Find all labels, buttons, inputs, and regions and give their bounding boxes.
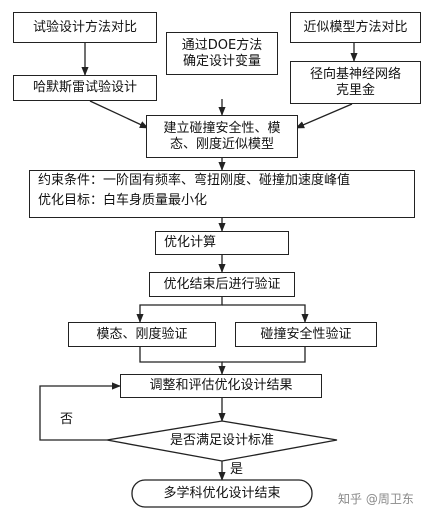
hammersley-label: 哈默斯雷试验设计 (32, 80, 137, 95)
objective-label: 优化目标：白车身质量最小化 (38, 193, 208, 208)
decision-diamond (106, 420, 338, 462)
rbf-kriging-box: 径向基神经网络 克里金 (290, 61, 421, 104)
approx-model-comparison-label: 近似模型方法对比 (303, 19, 408, 35)
edge-rbf-to-model (295, 103, 353, 129)
edge-label-no: 否 (60, 412, 74, 427)
modal-stiffness-verify-box: 模态、刚度验证 (68, 322, 216, 347)
build-model-box: 建立碰撞安全性、模 态、刚度近似模型 (146, 115, 298, 158)
adjust-evaluate-box: 调整和评估优化设计结果 (120, 374, 322, 398)
doe-comparison-box: 试验设计方法对比 (13, 12, 157, 43)
verify-after-label: 优化结束后进行验证 (163, 276, 281, 292)
approx-model-comparison-box: 近似模型方法对比 (290, 12, 421, 43)
end-label: 多学科优化设计结束 (163, 486, 281, 501)
adjust-evaluate-label: 调整和评估优化设计结果 (149, 378, 293, 393)
watermark-text: 知乎 @周卫东 (338, 492, 414, 506)
optimization-label: 优化计算 (164, 235, 217, 250)
crash-safety-verify-box: 碰撞安全性验证 (235, 322, 377, 347)
edge-decision-no-loop (39, 382, 121, 441)
doe-determine-line1: 通过DOE方法 (181, 37, 263, 53)
verify-after-box: 优化结束后进行验证 (149, 272, 295, 297)
build-model-line1: 建立碰撞安全性、模 (163, 120, 281, 136)
edge-modal-to-adjust (139, 347, 226, 375)
modal-stiffness-verify-label: 模态、刚度验证 (96, 326, 188, 342)
rbf-kriging-line2: 克里金 (335, 82, 375, 98)
optimization-box: 优化计算 (155, 231, 289, 255)
edge-verify-to-modal (136, 297, 223, 323)
decision-label: 是否满足设计标准 (169, 433, 274, 448)
doe-determine-line2: 确定设计变量 (182, 53, 261, 69)
edge-hammersley-to-model (89, 100, 149, 129)
hammersley-box: 哈默斯雷试验设计 (13, 75, 157, 101)
edge-verify-to-crash (222, 304, 309, 323)
edge-crash-to-adjust (222, 347, 306, 363)
build-model-line2: 态、刚度近似模型 (169, 136, 274, 152)
doe-comparison-label: 试验设计方法对比 (32, 19, 137, 35)
rbf-kriging-line1: 径向基神经网络 (309, 66, 401, 82)
doe-determine-box: 通过DOE方法 确定设计变量 (166, 32, 278, 75)
edge-label-yes: 是 (230, 462, 244, 477)
crash-safety-verify-label: 碰撞安全性验证 (260, 326, 352, 342)
constraints-label: 约束条件：一阶固有频率、弯扭刚度、碰撞加速度峰值 (38, 173, 351, 188)
constraints-objective-box: 约束条件：一阶固有频率、弯扭刚度、碰撞加速度峰值 优化目标：白车身质量最小化 (29, 170, 415, 218)
end-terminal-shape (131, 479, 313, 508)
